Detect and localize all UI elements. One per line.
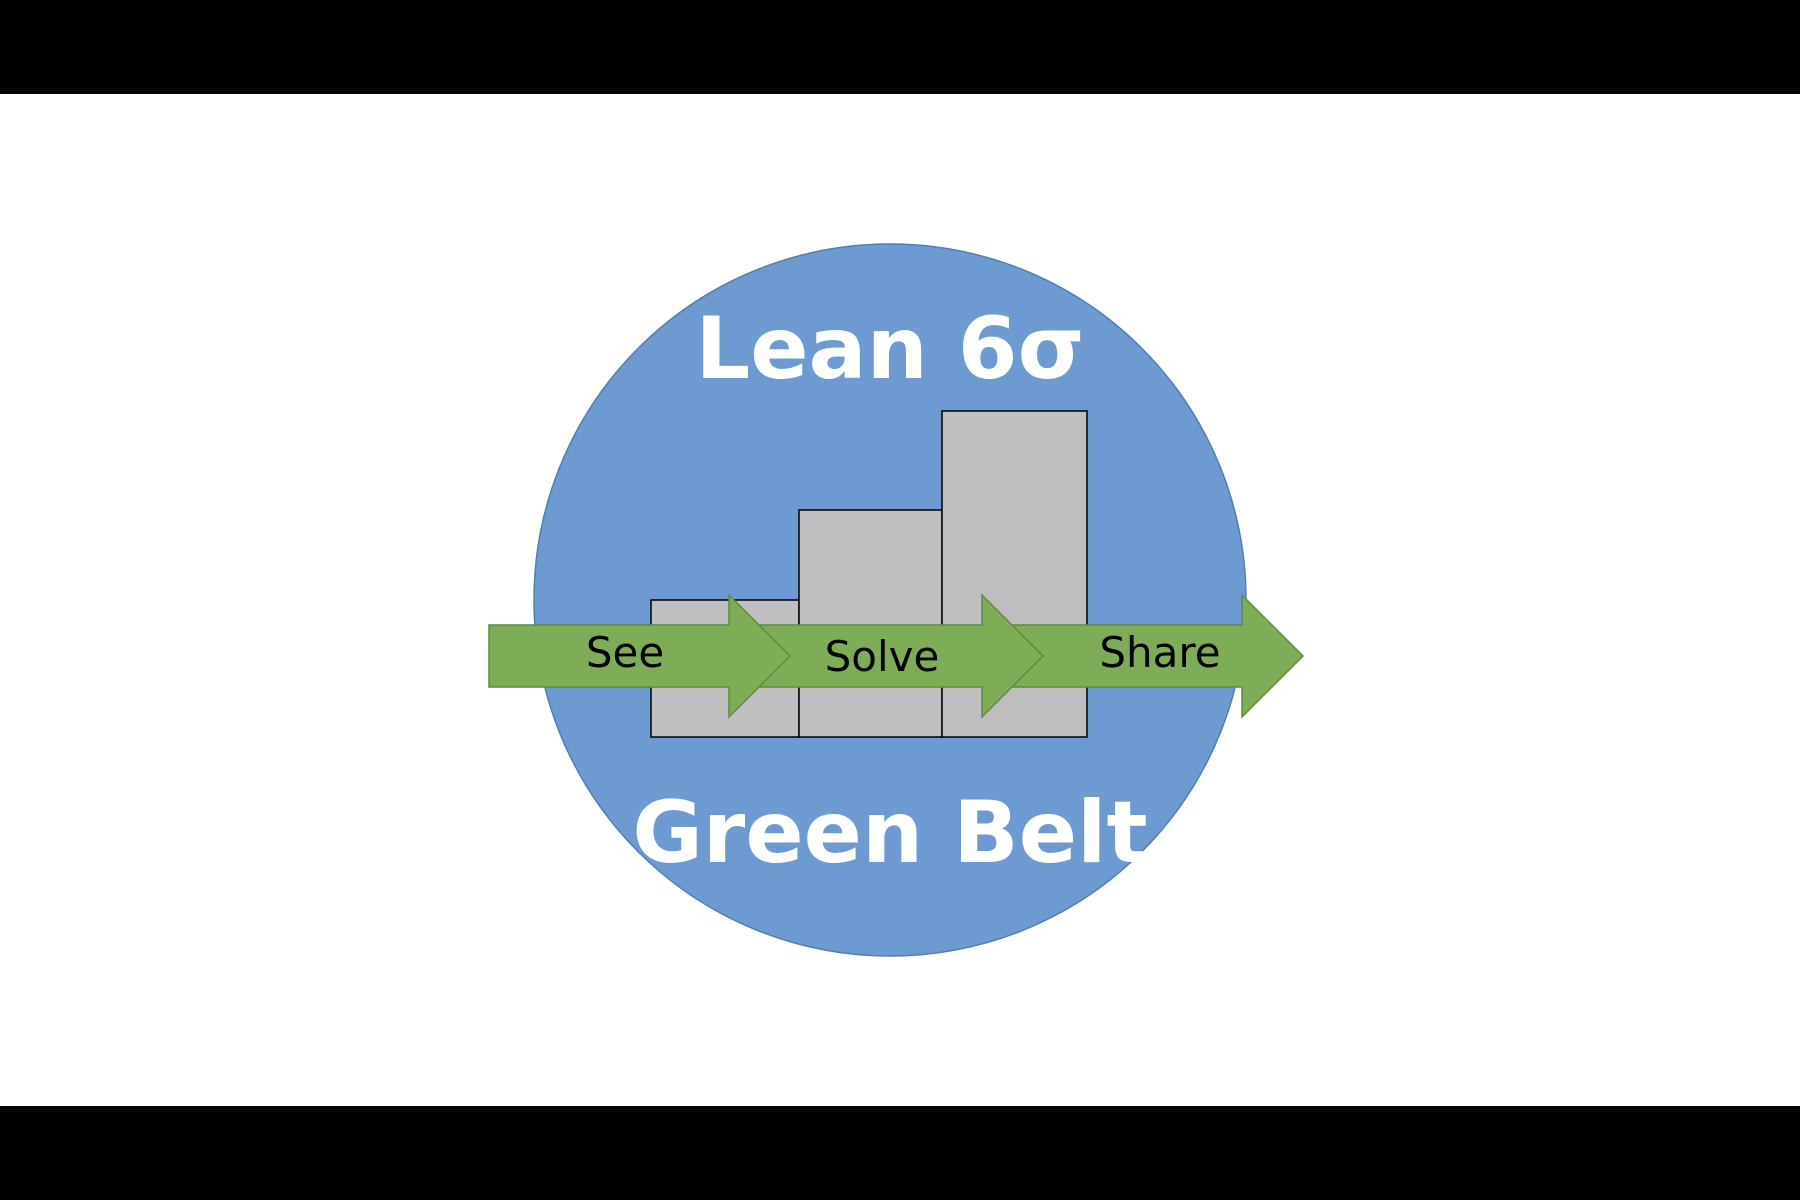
step-bar-high [941,410,1088,738]
lean-six-sigma-logo: Lean 6σ See Solve Share Green Belt [488,243,1305,957]
step-label-see: See [586,628,664,677]
arrow-right-icon [488,593,792,719]
step-bar-mid [798,509,943,738]
slide: Lean 6σ See Solve Share Green Belt [0,94,1800,1106]
logo-subtitle: Green Belt [632,783,1147,883]
step-label-solve: Solve [825,632,940,681]
logo-title: Lean 6σ [695,299,1084,399]
arrow-right-icon [1007,593,1305,719]
arrow-right-icon [756,593,1045,719]
step-label-share: Share [1099,628,1220,677]
